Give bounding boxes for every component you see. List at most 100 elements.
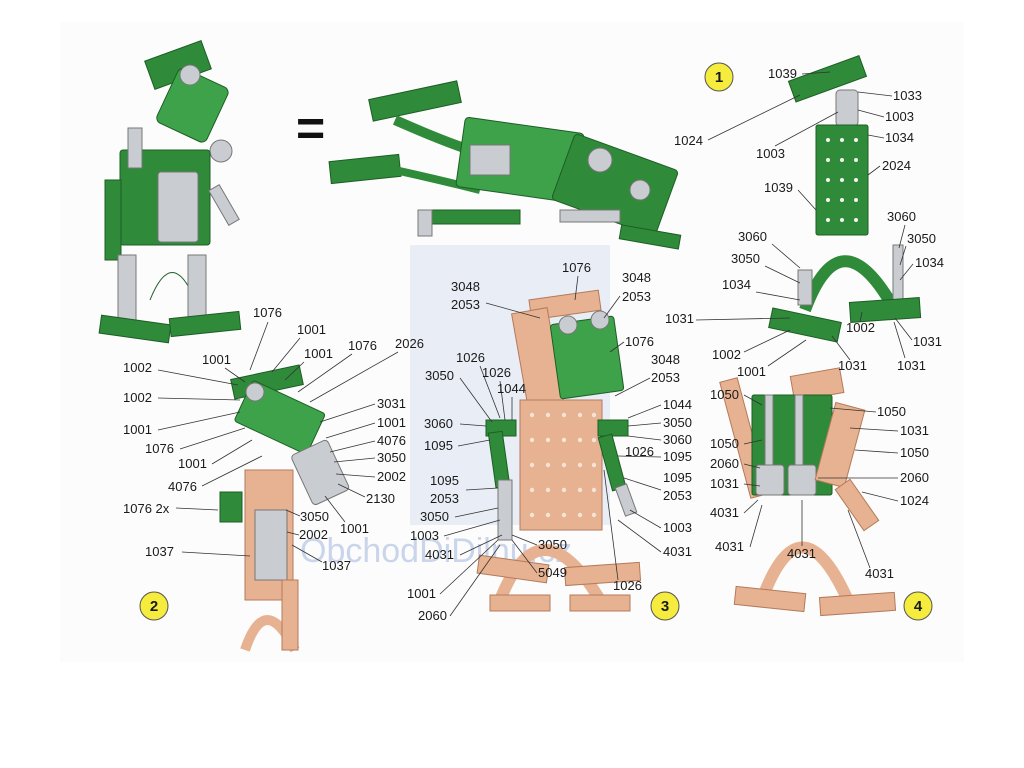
part-label: 1001 — [407, 586, 436, 601]
part-label: 1033 — [893, 88, 922, 103]
part-label: 4076 — [168, 479, 197, 494]
svg-text:2: 2 — [150, 598, 158, 615]
part-label: 1095 — [424, 438, 453, 453]
step-1-figure — [768, 55, 922, 343]
part-label: 2024 — [882, 158, 911, 173]
equals-sign: = — [296, 100, 325, 156]
part-label: 1031 — [897, 358, 926, 373]
part-label: 1050 — [900, 445, 929, 460]
part-label: 1050 — [710, 387, 739, 402]
part-label: 1095 — [663, 470, 692, 485]
part-label: 1039 — [768, 66, 797, 81]
part-label: 1044 — [497, 381, 526, 396]
part-label: 2002 — [299, 527, 328, 542]
part-label: 1095 — [663, 449, 692, 464]
part-label: 4076 — [377, 433, 406, 448]
step-badge-1: 1 — [704, 62, 734, 92]
part-label: 1034 — [722, 277, 751, 292]
part-label: 3060 — [738, 229, 767, 244]
part-label: 1034 — [915, 255, 944, 270]
part-label: 1031 — [838, 358, 867, 373]
part-label: 1001 — [123, 422, 152, 437]
part-label: 3060 — [663, 432, 692, 447]
part-label: 3060 — [424, 416, 453, 431]
step-badge-3: 3 — [650, 591, 680, 621]
part-label: 1076 — [145, 441, 174, 456]
part-label: 1031 — [665, 311, 694, 326]
part-label: 1001 — [297, 322, 326, 337]
part-label: 2053 — [451, 297, 480, 312]
part-label: 1037 — [322, 558, 351, 573]
part-label: 3050 — [538, 537, 567, 552]
part-label: 1002 — [123, 360, 152, 375]
part-label: 2026 — [395, 336, 424, 351]
part-label: 1002 — [712, 347, 741, 362]
part-label: 4031 — [787, 546, 816, 561]
part-label: 1001 — [340, 521, 369, 536]
part-label: 1026 — [613, 578, 642, 593]
part-label: 2053 — [622, 289, 651, 304]
part-label: 1026 — [482, 365, 511, 380]
step-4-labels: 1050 1050 1031 1050 1050 2060 2060 1031 … — [710, 387, 929, 581]
part-label: 1031 — [710, 476, 739, 491]
part-label: 3060 — [887, 209, 916, 224]
step-2-labels: 1076 1001 1001 1002 1001 1076 2026 1002 … — [123, 305, 424, 573]
svg-text:4: 4 — [914, 598, 923, 615]
part-label: 1050 — [710, 436, 739, 451]
part-label: 2060 — [900, 470, 929, 485]
part-label: 1031 — [913, 334, 942, 349]
part-label: 3050 — [731, 251, 760, 266]
part-label: 1076 — [348, 338, 377, 353]
alternate-form-figure — [328, 80, 682, 250]
part-label: 4031 — [865, 566, 894, 581]
step-4-figure — [719, 367, 897, 617]
part-label: 1001 — [178, 456, 207, 471]
part-label: 4031 — [715, 539, 744, 554]
part-label: 1076 — [625, 334, 654, 349]
part-label: 1024 — [900, 493, 929, 508]
svg-text:3: 3 — [661, 598, 669, 615]
step-badge-2: 2 — [139, 591, 169, 621]
step-3-labels: 1076 3048 2053 3048 2053 1026 1026 1076 … — [407, 260, 692, 623]
part-label: 3048 — [651, 352, 680, 367]
part-label: 1003 — [885, 109, 914, 124]
part-label: 4031 — [710, 505, 739, 520]
part-label: 1003 — [663, 520, 692, 535]
part-label: 1024 — [674, 133, 703, 148]
part-label: 1044 — [663, 397, 692, 412]
svg-text:1: 1 — [715, 69, 723, 86]
part-label: 3031 — [377, 396, 406, 411]
step-1-labels: 1039 1033 1003 1024 1034 1003 2024 1039 … — [665, 66, 944, 379]
part-label: 1026 — [456, 350, 485, 365]
part-label: 2053 — [651, 370, 680, 385]
part-label: 1039 — [764, 180, 793, 195]
step-badge-4: 4 — [903, 591, 933, 621]
part-label: 2060 — [710, 456, 739, 471]
part-label: 3050 — [377, 450, 406, 465]
part-label: 1034 — [885, 130, 914, 145]
part-label: 1003 — [756, 146, 785, 161]
part-label: 3050 — [663, 415, 692, 430]
finished-robot-figure — [98, 40, 242, 344]
part-label: 1001 — [304, 346, 333, 361]
part-label: 1076 — [253, 305, 282, 320]
part-label: 4031 — [425, 547, 454, 562]
step-2-figure — [219, 364, 350, 653]
part-label: 3048 — [451, 279, 480, 294]
part-label: 2130 — [366, 491, 395, 506]
part-label: 1001 — [377, 415, 406, 430]
part-label: 1002 — [846, 320, 875, 335]
part-label: 2060 — [418, 608, 447, 623]
part-label: 3050 — [425, 368, 454, 383]
part-label: 2002 — [377, 469, 406, 484]
part-label: 1002 — [123, 390, 152, 405]
part-label: 2053 — [663, 488, 692, 503]
part-label: 1031 — [900, 423, 929, 438]
part-label: 1076 — [562, 260, 591, 275]
part-label: 1037 — [145, 544, 174, 559]
part-label: 3050 — [300, 509, 329, 524]
part-label: 3050 — [420, 509, 449, 524]
part-label: 1050 — [877, 404, 906, 419]
part-label: 2053 — [430, 491, 459, 506]
